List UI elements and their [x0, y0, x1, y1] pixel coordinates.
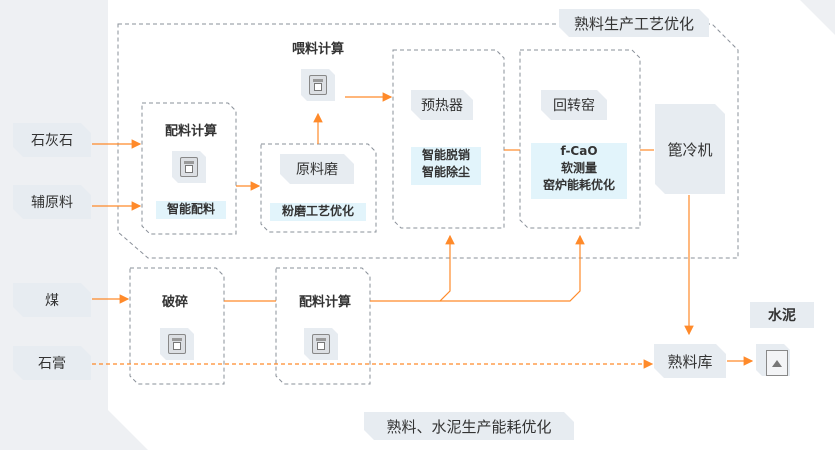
batching2-group-box [275, 267, 371, 385]
fcao-label: f-CaO [560, 144, 598, 158]
calculator-icon [301, 69, 335, 101]
crusher-group-box [129, 267, 225, 385]
smart-batching-label: 智能配料 [156, 201, 226, 219]
arrow-to-kiln [440, 234, 585, 302]
batching-title: 配料计算 [164, 124, 217, 139]
grinding-optimization-label: 粉磨工艺优化 [270, 203, 366, 221]
clinker-optimization-title: 熟料生产工艺优化 [559, 9, 709, 37]
cement-title: 水泥 [750, 302, 814, 328]
smart-denitration-label: 智能脱销 [421, 148, 470, 162]
grate-cooler-node: 篦冷机 [655, 104, 725, 194]
rotary-kiln-node: 回转窑 [541, 90, 607, 120]
raw-mill-node: 原料磨 [280, 154, 354, 184]
kiln-features: f-CaO 软测量 窑炉能耗优化 [531, 143, 627, 199]
feed-calc-title: 喂料计算 [291, 42, 344, 57]
background-panel [108, 0, 835, 450]
preheater-node: 预热器 [411, 90, 473, 120]
calculator-icon [172, 151, 206, 183]
arrow-to-preheater [370, 234, 455, 302]
kiln-energy-optimization-label: 窑炉能耗优化 [542, 178, 615, 192]
batching2-title: 配料计算 [298, 295, 351, 310]
smart-dedust-label: 智能除尘 [421, 165, 470, 179]
rawmill-group-box [260, 143, 377, 233]
input-gypsum: 石膏 [13, 346, 91, 380]
crusher-icon [160, 328, 194, 360]
kiln-group-box [519, 49, 641, 229]
calculator-icon [304, 328, 338, 360]
input-coal: 煤 [13, 283, 91, 317]
input-limestone: 石灰石 [13, 123, 91, 157]
energy-optimization-title: 熟料、水泥生产能耗优化 [364, 412, 574, 440]
crusher-title: 破碎 [161, 295, 188, 310]
clinker-store-node: 熟料库 [654, 344, 726, 378]
input-aux-material: 辅原料 [13, 185, 91, 219]
preheater-features: 智能脱销 智能除尘 [411, 147, 481, 185]
batching-group-box [141, 102, 237, 235]
cement-bag-icon [756, 344, 796, 380]
soft-measurement-label: 软测量 [560, 161, 597, 175]
